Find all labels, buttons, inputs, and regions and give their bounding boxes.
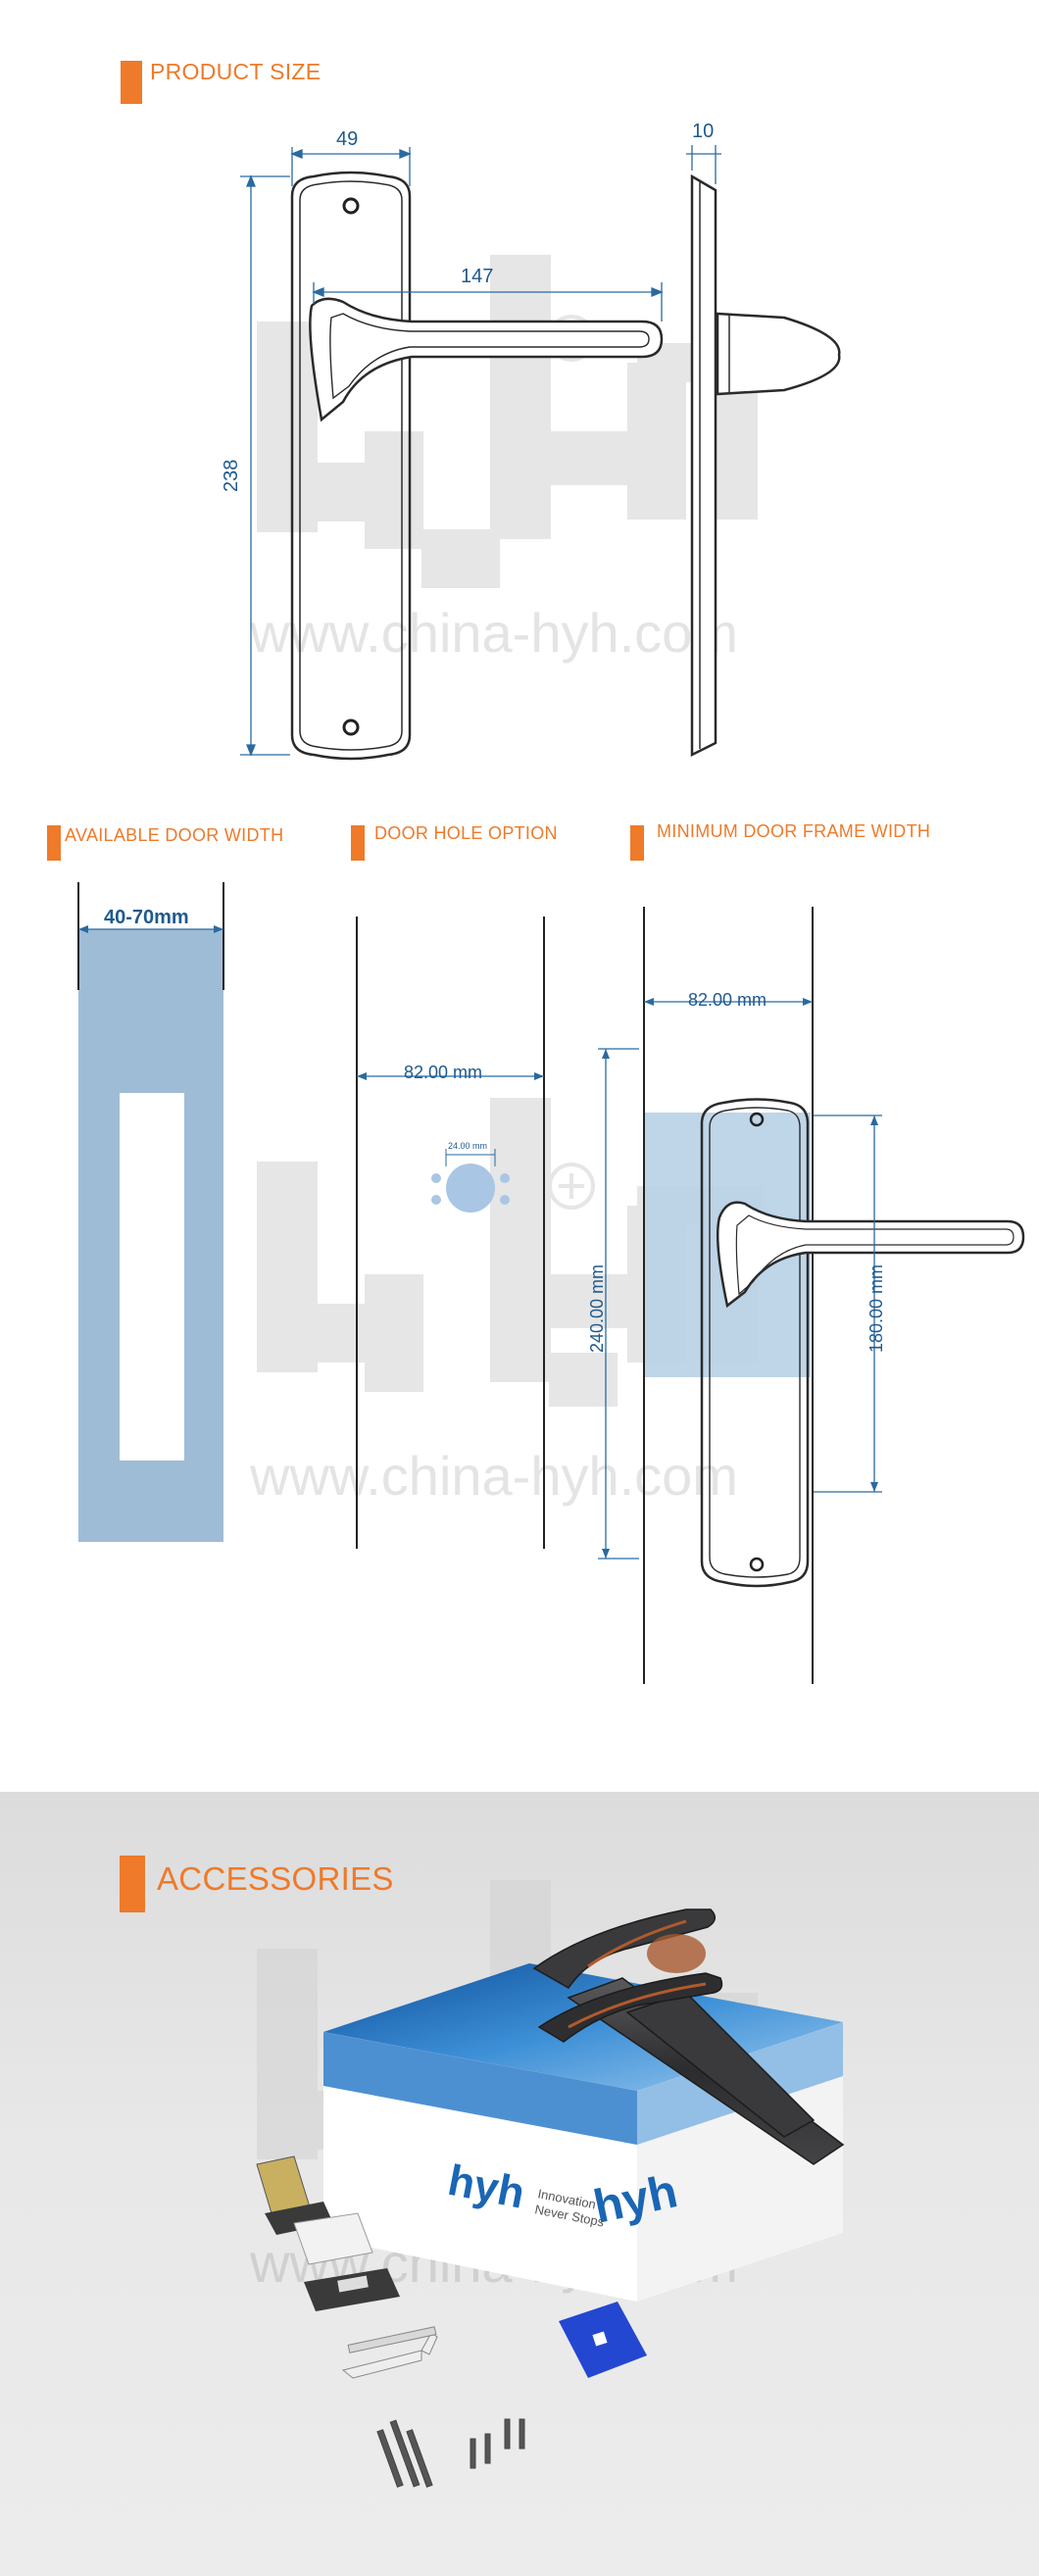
dim-width-49: 49 — [336, 128, 358, 150]
door-hole-circle — [446, 1164, 495, 1213]
door-hole-diagram — [356, 916, 545, 1549]
section-marker — [630, 825, 644, 861]
section-title-door-hole-option: DOOR HOLE OPTION — [374, 823, 558, 843]
accessories-section: ACCESSORIES www.china-hyh.com — [0, 1792, 1039, 2576]
lever-handle-pair — [532, 1908, 845, 2165]
watermark-url: www.china-hyh.com — [249, 602, 738, 664]
screw-hole-top — [342, 197, 360, 215]
frame-center-distance: 180.00 mm — [866, 1264, 886, 1353]
door-hole-spacing: 82.00 mm — [404, 1063, 482, 1082]
frame-width-82: 82.00 mm — [688, 990, 767, 1010]
section-title-accessories: ACCESSORIES — [157, 1860, 394, 1897]
frame-width-diagram — [598, 907, 1025, 1684]
section-marker — [120, 1856, 145, 1912]
screw-hole-bottom — [342, 718, 360, 736]
section-title-available-door-width: AVAILABLE DOOR WIDTH — [65, 825, 284, 845]
screws — [376, 2418, 525, 2488]
section-title-product-size: PRODUCT SIZE — [150, 59, 322, 84]
spindle — [347, 2326, 437, 2353]
section-title-min-frame-width: MINIMUM DOOR FRAME WIDTH — [657, 821, 931, 841]
watermark-url: www.china-hyh.com — [249, 1445, 738, 1507]
backplate-front — [290, 171, 412, 761]
accessories-illustration: www.china-hyh.com hyh hyh Innovation Nev… — [249, 1880, 845, 2488]
dim-height-238: 238 — [221, 460, 242, 492]
door-diagrams: www.china-hyh.com 40-70mm 82.00 mm 24.00… — [77, 882, 1025, 1684]
door-hole-diameter: 24.00 mm — [448, 1141, 487, 1151]
lever-handle — [309, 297, 664, 422]
dimension-lines — [240, 145, 721, 757]
section-marker — [351, 825, 365, 861]
section-marker — [121, 61, 142, 104]
allen-key — [341, 2332, 438, 2379]
latch — [256, 2155, 400, 2311]
door-width-range: 40-70mm — [104, 907, 189, 928]
door-width-diagram — [77, 882, 224, 1542]
side-view — [690, 173, 841, 758]
frame-plate-height: 240.00 mm — [587, 1264, 607, 1353]
dim-thickness-10: 10 — [692, 121, 714, 142]
dim-handle-147: 147 — [461, 266, 493, 287]
section-marker — [47, 825, 61, 861]
product-size-drawing: www.china-hyh.com 49 10 147 238 — [221, 121, 841, 761]
